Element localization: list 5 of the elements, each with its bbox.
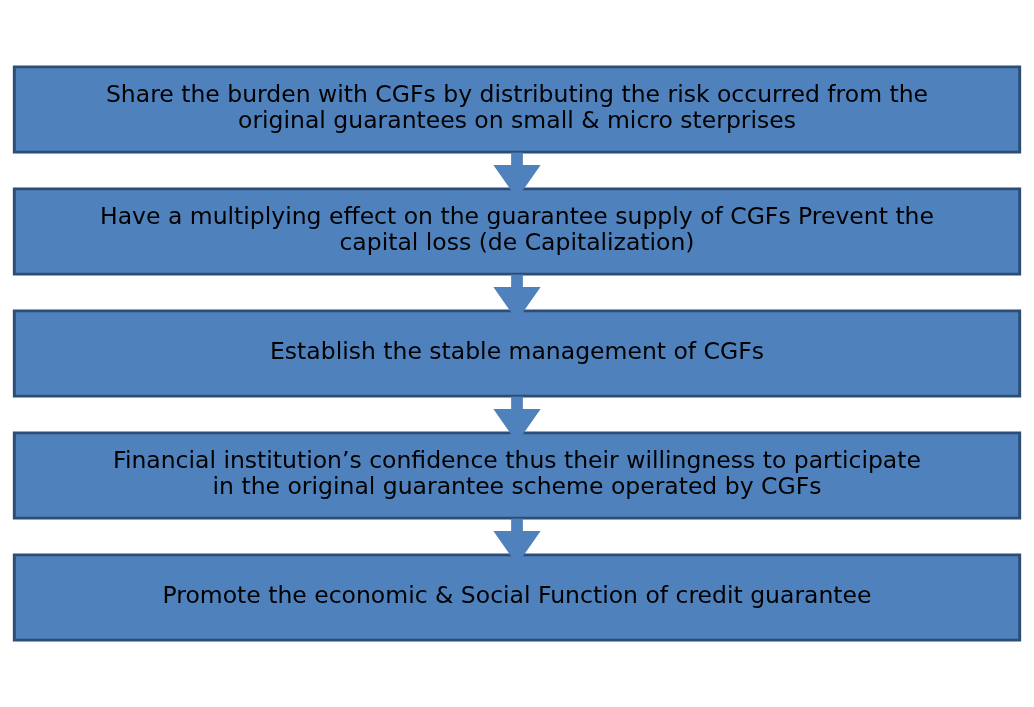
node-box: Share the burden with CGFs by distributing the risk occurred from the original guarantees on small & micro sterprises: [12, 65, 1022, 154]
node-box: Have a multiplying effect on the guarantee supply of CGFs Prevent the capital loss (de Capitalization): [12, 187, 1022, 276]
node-box: Financial institution’s confidence thus their willingness to participate in the original guarantee scheme operated by CGFs: [12, 431, 1022, 520]
node-box: Establish the stable management of CGFs: [12, 309, 1022, 398]
node-box: Promote the economic & Social Function of credit guarantee: [12, 553, 1022, 642]
